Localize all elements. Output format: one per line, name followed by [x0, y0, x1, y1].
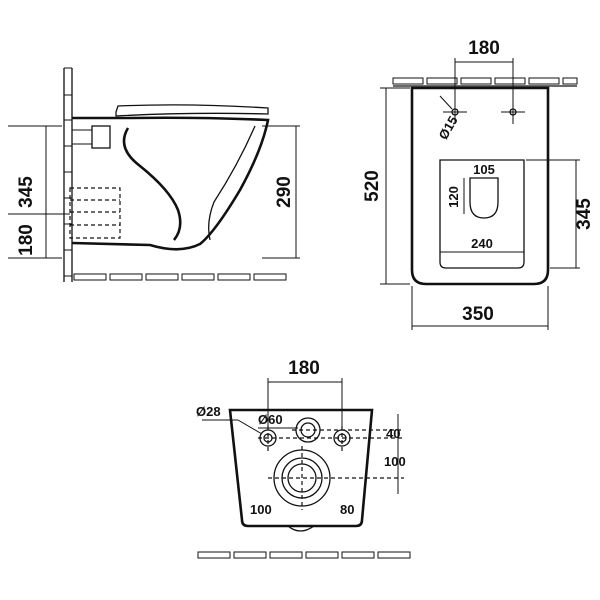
dim-top-180: 180 [454, 38, 514, 100]
rear-dim-40: 40 [386, 426, 400, 441]
top-body-outline [410, 86, 550, 286]
top-view: Ø15 180 520 350 345 [362, 38, 595, 330]
seat-lid [115, 104, 269, 117]
rear-bolt-spacing: 180 [288, 358, 320, 379]
rear-center-lines [258, 426, 404, 510]
dim-top-240: 240 [440, 236, 524, 253]
top-inlet-holes [439, 95, 525, 124]
dim-rear-o60: Ø60 [258, 412, 298, 429]
rear-dim-80: 80 [340, 502, 354, 517]
top-seat-width: 105 [473, 162, 495, 177]
side-height-total: 345 [16, 176, 37, 208]
top-inlet-spacing: 180 [468, 38, 500, 59]
side-floor [73, 273, 287, 281]
rear-bottom-lip [287, 525, 315, 532]
rear-inlet-diameter: Ø60 [258, 412, 283, 427]
dim-top-345: 345 [526, 159, 595, 269]
rear-bolt-diameter: Ø28 [196, 404, 221, 419]
top-height: 345 [574, 198, 595, 230]
outlet-dashed [69, 187, 121, 239]
top-width: 350 [462, 304, 494, 325]
top-opening-width: 240 [471, 236, 493, 251]
rear-body-outline [228, 408, 374, 528]
top-seat-cut [469, 177, 499, 219]
rear-floor [197, 551, 411, 559]
inner-trap [122, 127, 182, 241]
top-seat-height: 120 [446, 186, 461, 208]
rear-dim-100-left: 100 [250, 502, 272, 517]
rear-dim-100-right: 100 [384, 454, 406, 469]
dim-top-120: 120 [446, 178, 465, 214]
side-height-bowl: 290 [274, 176, 295, 208]
bowl-outline [71, 116, 270, 251]
rear-holes [259, 417, 351, 507]
dim-rear-180: 180 [267, 358, 343, 426]
top-length: 520 [362, 170, 383, 202]
dim-rear-o28: Ø28 [196, 404, 263, 435]
inlet-connector [72, 125, 111, 149]
dim-side-180: 180 [8, 213, 70, 258]
dim-top-350: 350 [411, 286, 549, 330]
dim-rear-40: 40 [386, 414, 400, 442]
side-wall [63, 67, 73, 282]
side-view: 345 180 290 [8, 67, 300, 282]
rear-view: 180 Ø28 Ø60 40 100 100 80 [196, 358, 411, 559]
dim-top-520: 520 [362, 87, 410, 285]
inner-rim [208, 125, 256, 241]
side-height-outlet: 180 [16, 224, 37, 256]
dim-side-290: 290 [262, 125, 300, 259]
top-inner-opening [439, 159, 525, 269]
top-inlet-diameter: Ø15 [435, 113, 460, 142]
dim-rear-100-right: 100 [384, 442, 406, 494]
top-wall [392, 77, 578, 87]
dim-top-105: 105 [470, 162, 498, 179]
